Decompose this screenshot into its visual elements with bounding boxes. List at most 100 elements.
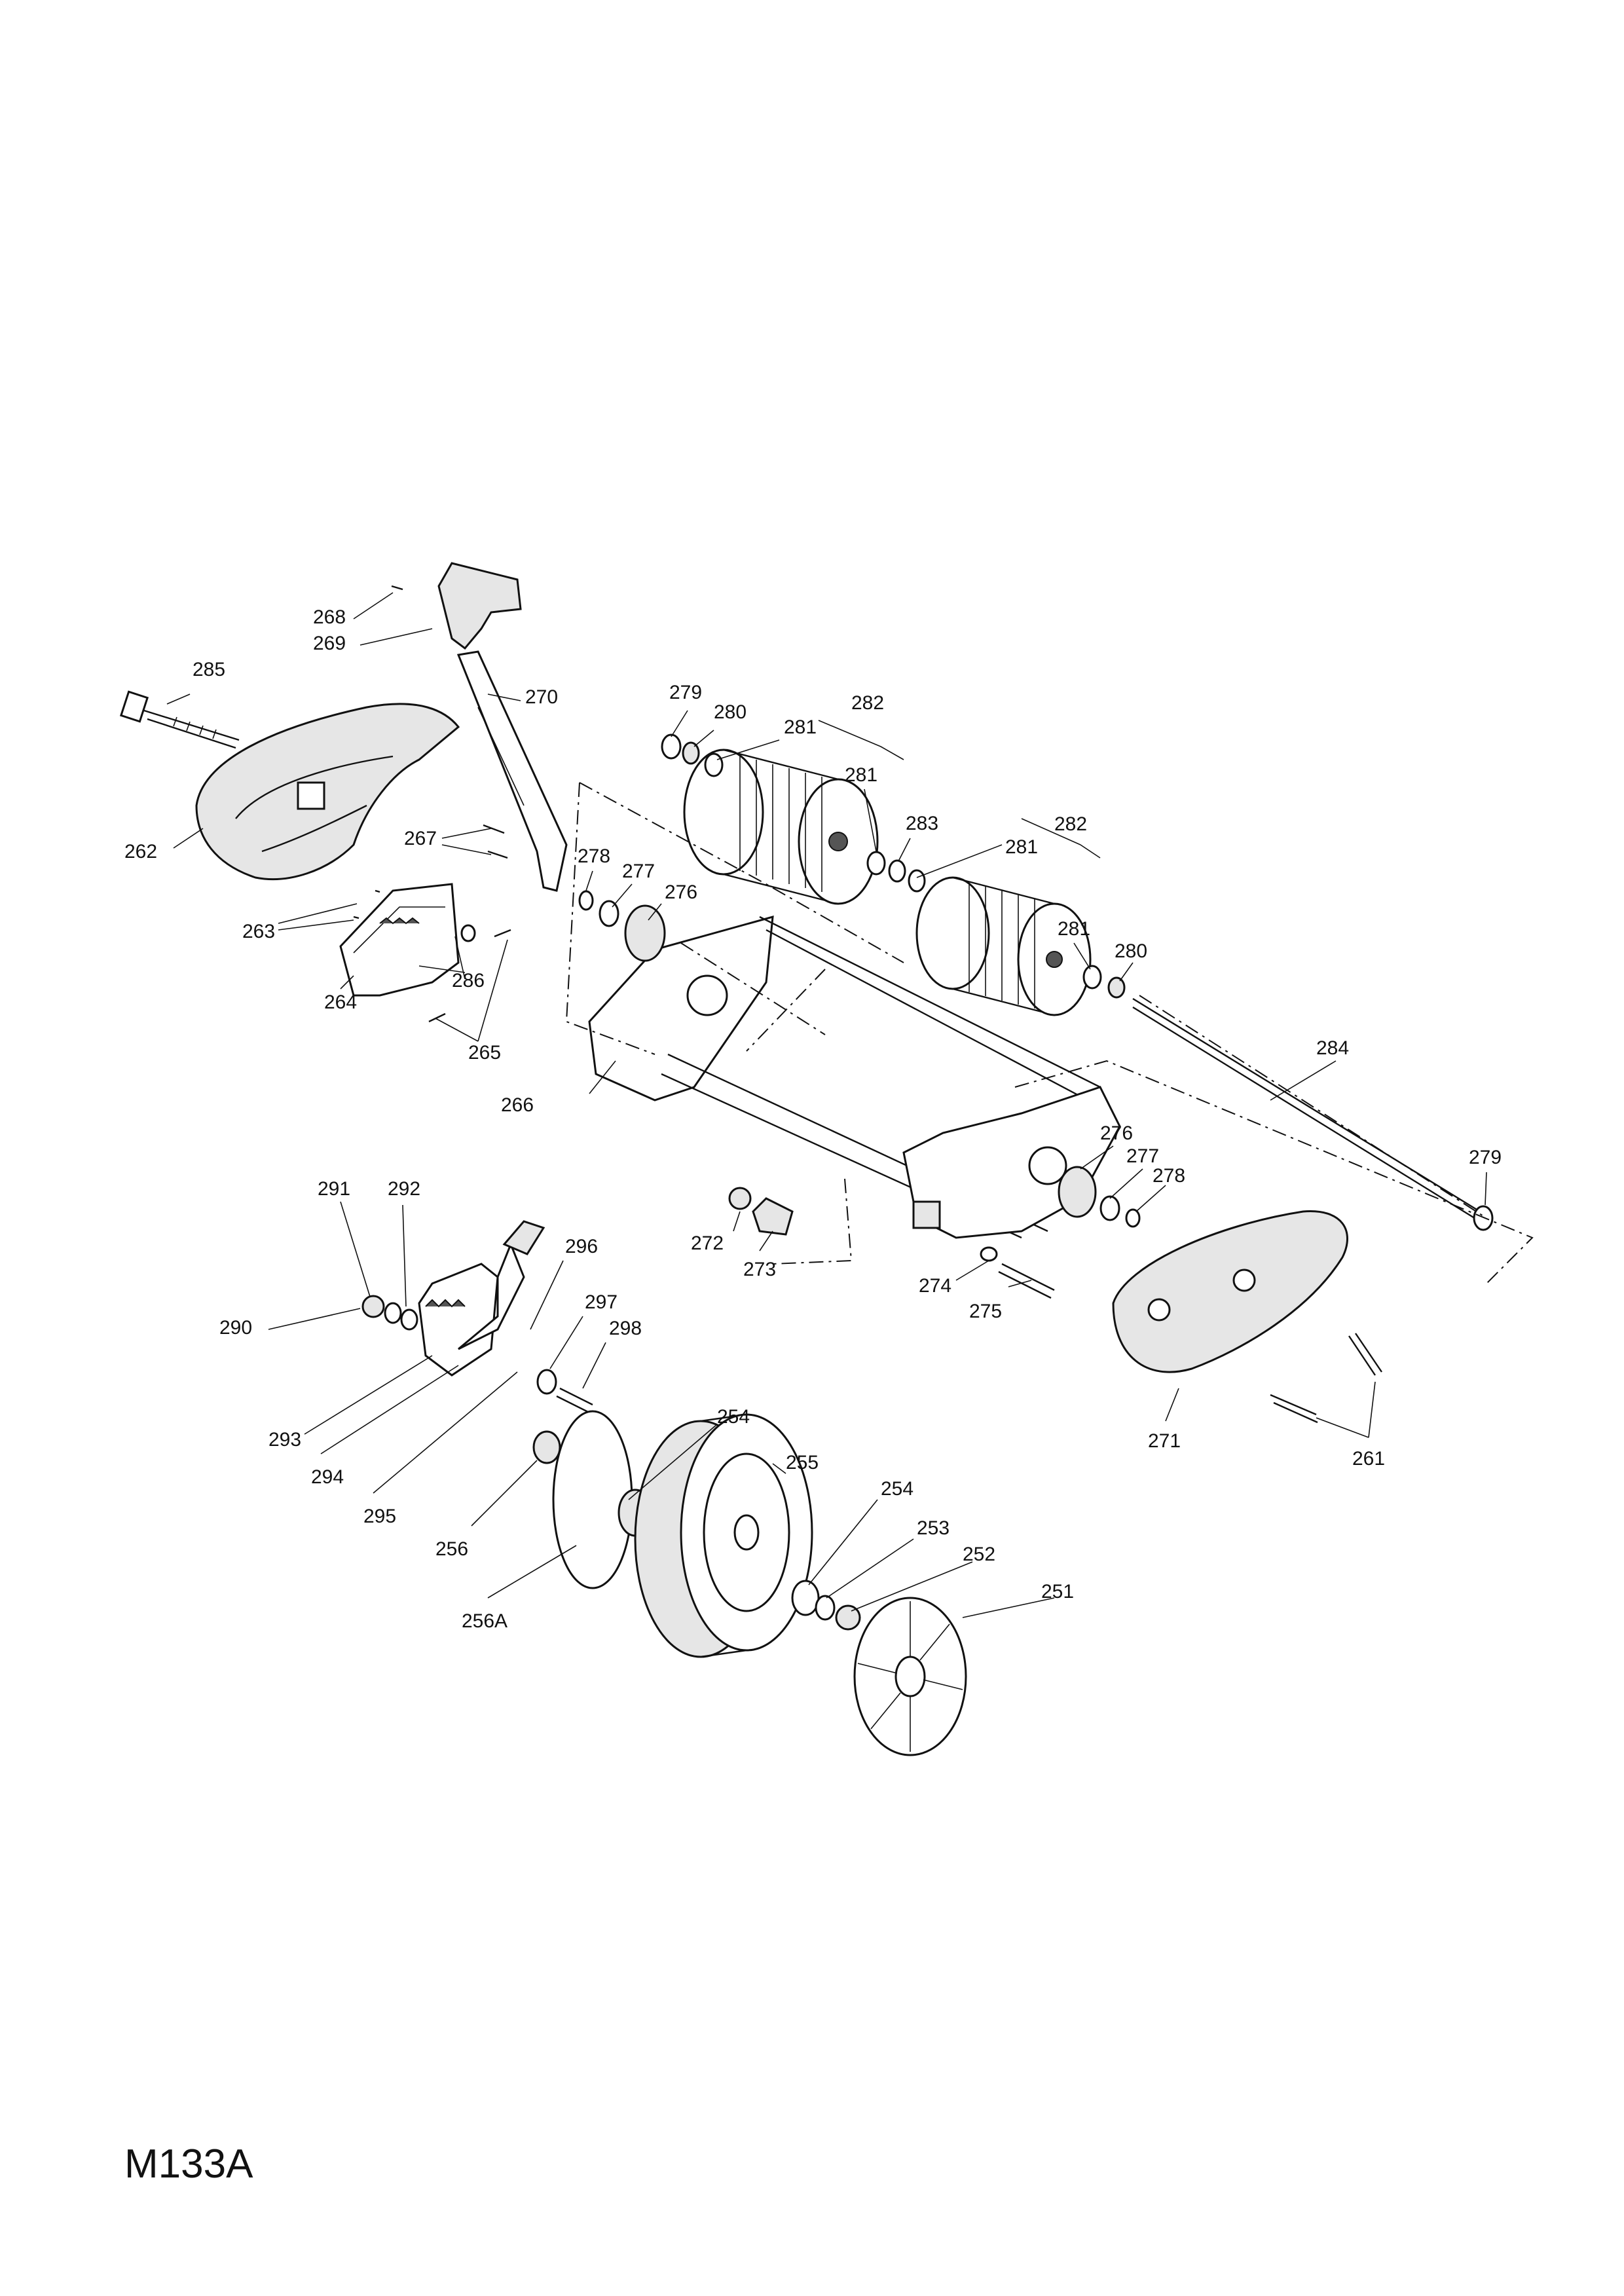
part-number: 280 bbox=[1115, 940, 1147, 962]
part-number: 273 bbox=[743, 1259, 776, 1280]
part-number: 286 bbox=[452, 970, 485, 991]
washer-253 bbox=[815, 1595, 836, 1621]
part-number: 255 bbox=[786, 1452, 819, 1473]
washer-281-c bbox=[908, 869, 926, 893]
washer-279-right bbox=[1473, 1205, 1494, 1231]
part-number: 282 bbox=[1054, 813, 1087, 835]
part-number: 293 bbox=[268, 1429, 301, 1451]
part-number-labels: 268 269 285 270 279 280 281 282 262 267 … bbox=[124, 606, 1502, 1632]
washers-286 bbox=[460, 924, 476, 942]
washer-292 bbox=[400, 1308, 418, 1331]
drawing-code: M133A bbox=[124, 2141, 253, 2187]
left-cover bbox=[195, 703, 460, 880]
bushing-256 bbox=[532, 1430, 561, 1464]
part-number: 291 bbox=[318, 1178, 350, 1200]
part-number: 256A bbox=[462, 1610, 507, 1632]
part-number: 265 bbox=[468, 1042, 501, 1064]
part-number: 267 bbox=[404, 828, 437, 849]
bolt-275 bbox=[998, 1263, 1055, 1299]
roller-right bbox=[915, 876, 1092, 1016]
part-number: 277 bbox=[1126, 1145, 1159, 1167]
part-number: 272 bbox=[691, 1232, 724, 1254]
part-number: 296 bbox=[565, 1236, 598, 1257]
washer-277-right bbox=[1099, 1195, 1120, 1221]
height-bracket bbox=[418, 1263, 499, 1377]
part-number: 290 bbox=[219, 1317, 252, 1339]
assembly-lines bbox=[565, 782, 1534, 1284]
nut-272 bbox=[728, 1187, 752, 1210]
part-number: 268 bbox=[313, 606, 346, 628]
part-number: 278 bbox=[578, 845, 610, 867]
part-number: 279 bbox=[1469, 1147, 1502, 1168]
part-number: 264 bbox=[324, 991, 357, 1013]
bushing-254 bbox=[791, 1580, 820, 1616]
washer-291 bbox=[384, 1302, 402, 1324]
part-number: 262 bbox=[124, 841, 157, 862]
spring-280-b bbox=[1107, 976, 1126, 999]
screws-263 bbox=[353, 889, 380, 919]
part-number: 285 bbox=[193, 659, 225, 680]
part-number: 292 bbox=[388, 1178, 420, 1200]
part-shapes bbox=[119, 562, 1494, 1756]
left-cover-hub bbox=[297, 781, 325, 810]
part-number: 269 bbox=[313, 633, 346, 654]
part-number: 276 bbox=[665, 881, 697, 903]
part-number: 281 bbox=[1058, 918, 1090, 940]
bolt-261-a bbox=[1348, 1333, 1382, 1376]
wheel bbox=[634, 1413, 813, 1658]
part-number: 256 bbox=[435, 1538, 468, 1560]
part-number: 252 bbox=[963, 1544, 995, 1565]
part-number: 283 bbox=[906, 813, 938, 834]
roller-left bbox=[683, 749, 879, 905]
height-lever bbox=[456, 650, 568, 892]
part-number: 276 bbox=[1100, 1122, 1133, 1144]
part-number: 282 bbox=[851, 692, 884, 714]
part-number: 254 bbox=[717, 1406, 750, 1428]
washer-297 bbox=[536, 1369, 557, 1395]
part-number: 251 bbox=[1041, 1581, 1074, 1602]
part-number: 281 bbox=[845, 764, 877, 786]
washer-283 bbox=[888, 859, 906, 883]
bolt-261-b bbox=[1270, 1394, 1318, 1424]
part-number: 284 bbox=[1316, 1037, 1349, 1059]
handle-knob bbox=[437, 562, 522, 650]
leader-lines bbox=[166, 592, 1487, 1618]
bolt-285 bbox=[119, 690, 240, 749]
part-number: 279 bbox=[669, 682, 702, 703]
nut-252 bbox=[835, 1604, 861, 1631]
washer-274 bbox=[980, 1246, 998, 1262]
part-number: 271 bbox=[1148, 1430, 1181, 1452]
part-number: 254 bbox=[881, 1478, 913, 1500]
part-number: 297 bbox=[585, 1291, 618, 1313]
part-number: 294 bbox=[311, 1466, 344, 1488]
part-number: 253 bbox=[917, 1517, 950, 1539]
part-number: 263 bbox=[242, 921, 275, 942]
gear-276-top bbox=[624, 904, 666, 962]
part-number: 266 bbox=[501, 1094, 534, 1116]
washer-281-d bbox=[1082, 965, 1102, 990]
washer-277-top bbox=[599, 900, 619, 927]
part-number: 275 bbox=[969, 1301, 1002, 1322]
hub-cap bbox=[853, 1597, 967, 1756]
part-number: 280 bbox=[714, 701, 747, 723]
right-cover bbox=[1112, 1210, 1348, 1373]
spring-280-top bbox=[682, 741, 700, 765]
screws-267 bbox=[483, 824, 508, 859]
bolt-298 bbox=[556, 1387, 593, 1414]
part-number: 278 bbox=[1153, 1165, 1185, 1187]
part-number: 270 bbox=[525, 686, 558, 708]
washer-281-a bbox=[704, 752, 724, 777]
screw-268 bbox=[391, 585, 403, 591]
screws-265 bbox=[428, 929, 511, 1023]
part-number: 281 bbox=[784, 716, 817, 738]
adjuster-bracket bbox=[339, 883, 460, 997]
part-number: 274 bbox=[919, 1275, 951, 1297]
gear-276-right bbox=[1058, 1166, 1097, 1218]
part-number: 298 bbox=[609, 1318, 642, 1339]
washer-279-top bbox=[661, 733, 682, 760]
part-number: 281 bbox=[1005, 836, 1038, 858]
part-number: 295 bbox=[363, 1506, 396, 1527]
nut-290 bbox=[361, 1295, 385, 1318]
part-number: 261 bbox=[1352, 1448, 1385, 1470]
